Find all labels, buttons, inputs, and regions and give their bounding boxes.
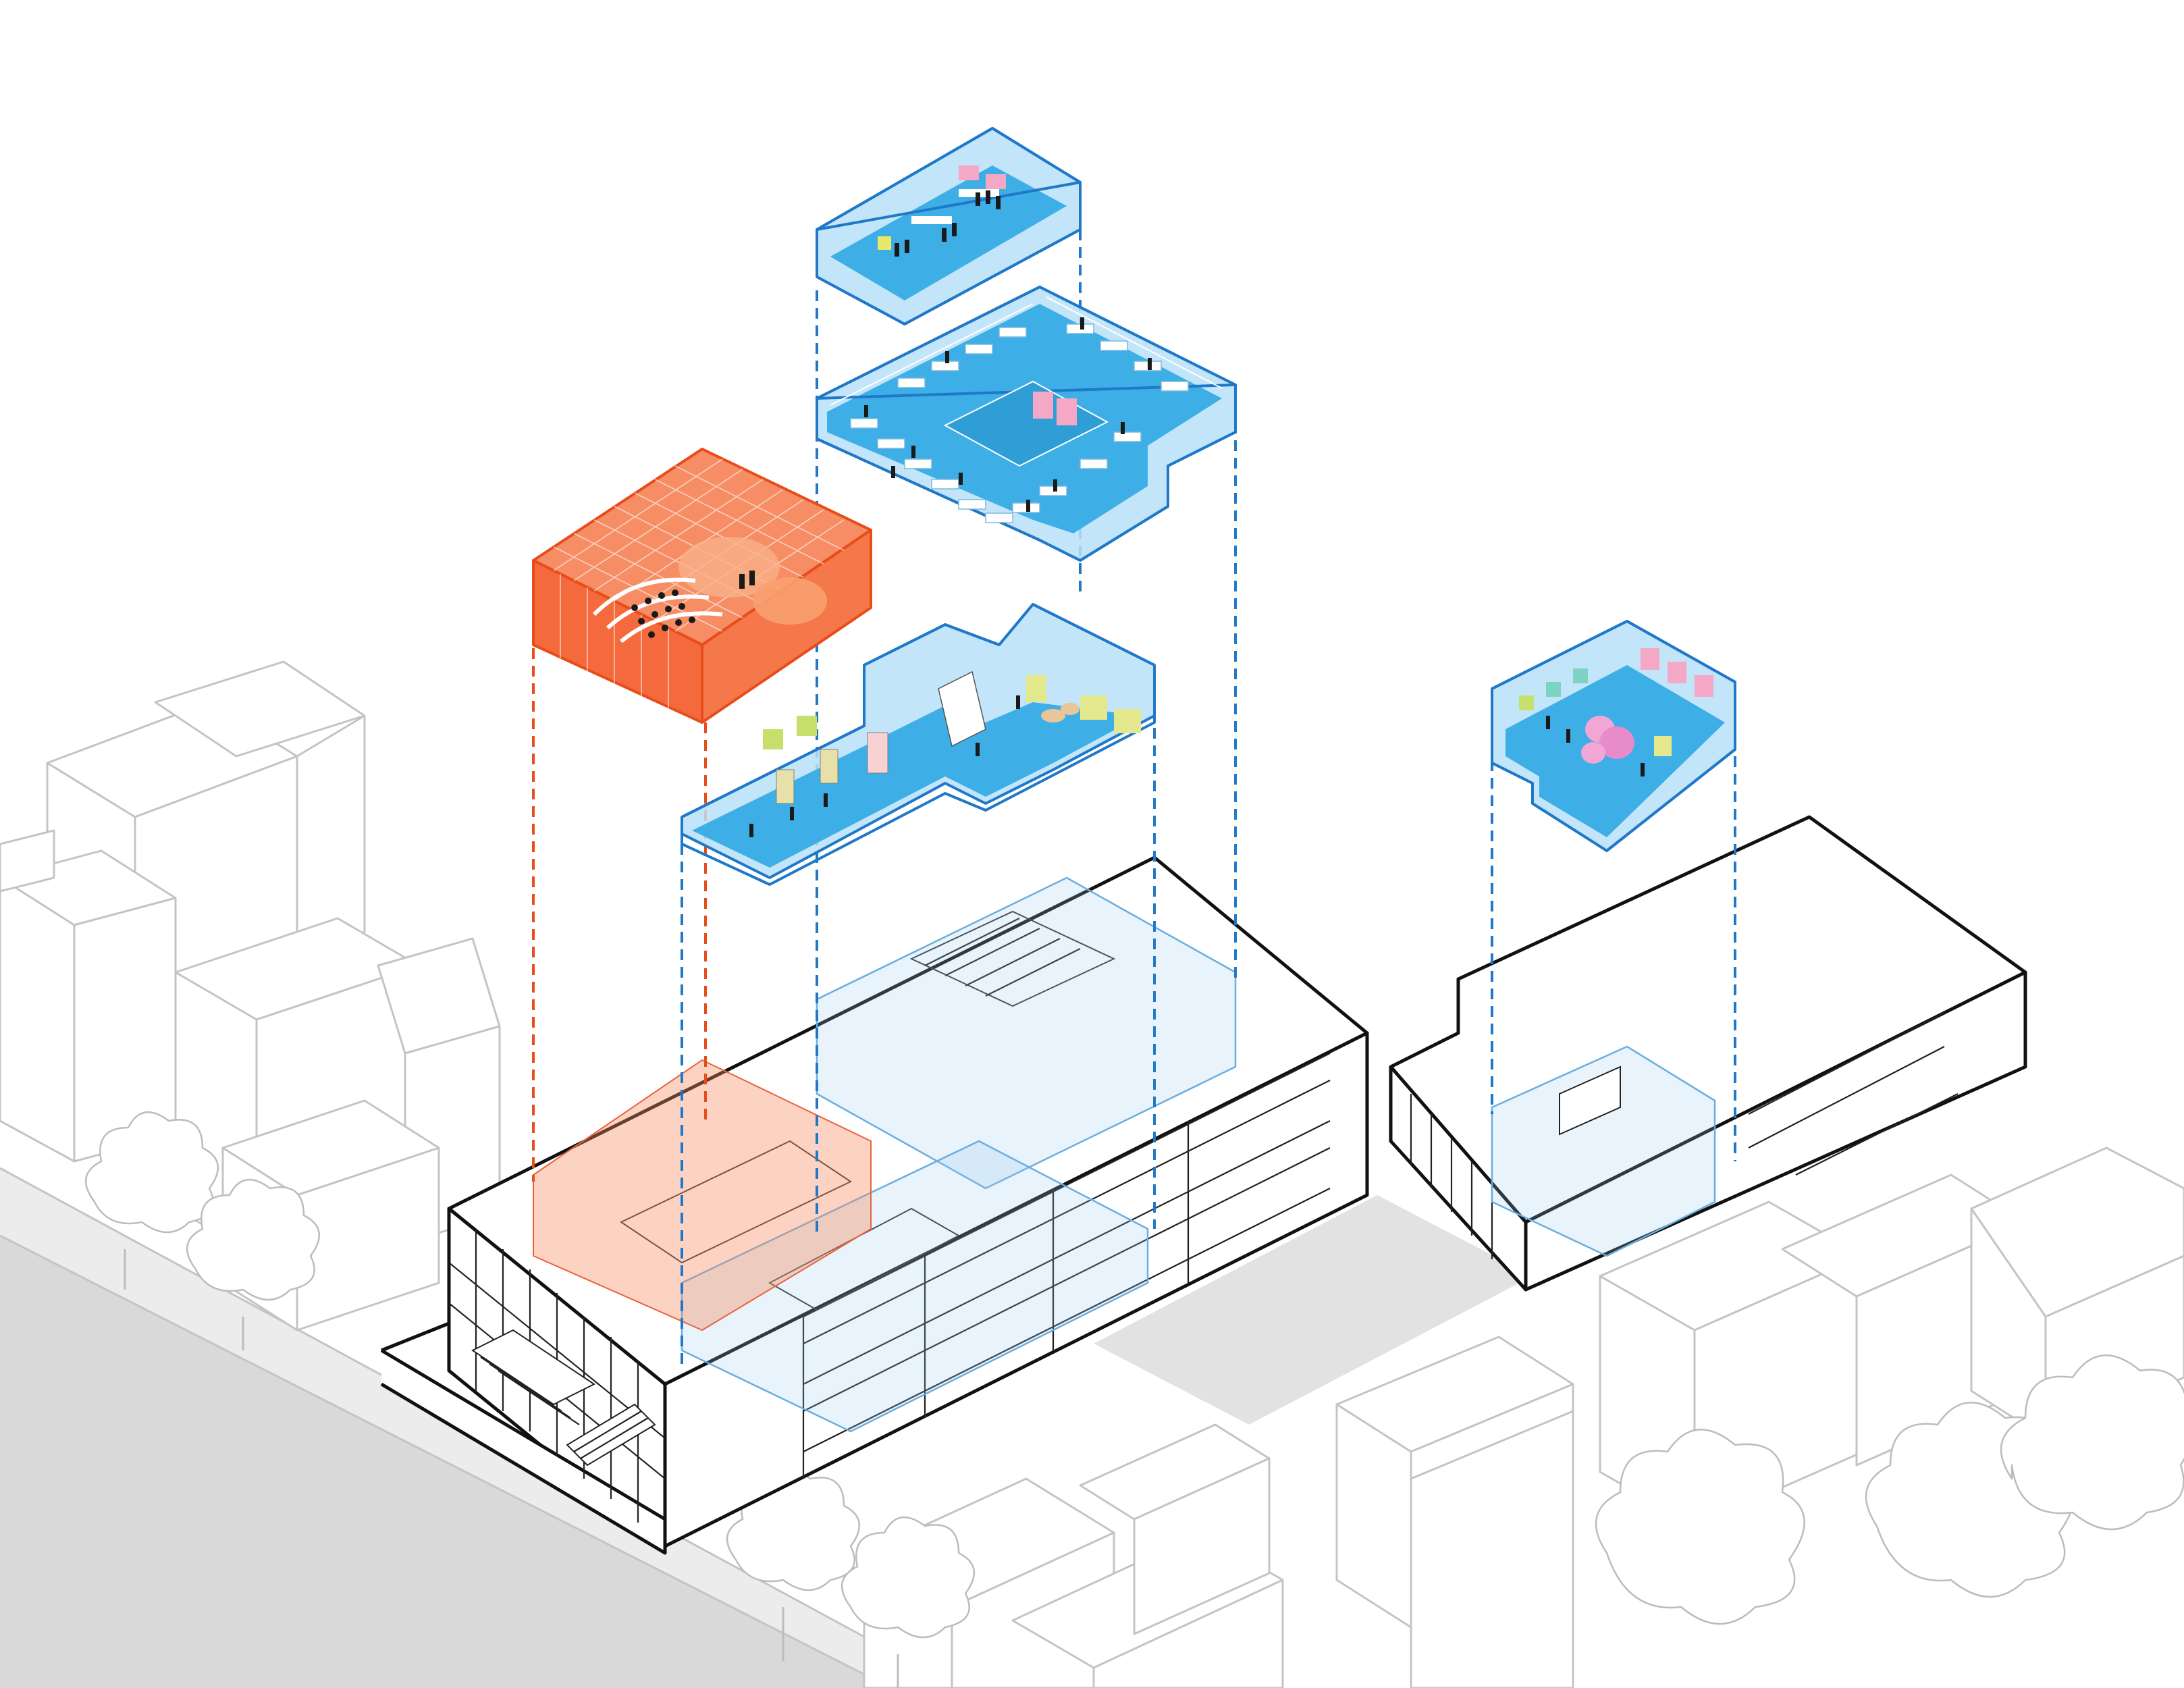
ghost-office-volume — [816, 876, 1237, 1190]
projection-lines — [532, 230, 1736, 1364]
pink-sculpture-icon — [1581, 716, 1634, 764]
gallery-volume — [681, 603, 1156, 886]
annex-building — [1389, 815, 2027, 1292]
people-icon — [864, 317, 1152, 512]
stair-icon — [938, 670, 986, 747]
tree-icon — [1595, 1429, 1805, 1625]
annex-wall-art — [1519, 648, 1713, 756]
ghost-gallery-volume — [681, 1140, 1149, 1433]
annex-facade-mullions — [1410, 1012, 1959, 1259]
trees — [84, 1111, 2184, 1688]
office-windows — [830, 296, 1223, 406]
tree-icon — [186, 1178, 321, 1350]
seating-rows-icon — [592, 571, 755, 643]
ghost-auditorium-volume — [533, 1059, 872, 1331]
context-buildings-right — [1599, 1146, 2184, 1527]
annex-roof-box — [1559, 1065, 1621, 1136]
visitors-icon — [749, 695, 1020, 837]
auditorium-volume — [532, 448, 872, 724]
workshop-tables-icon — [878, 165, 1006, 257]
artwork-panel — [1057, 398, 1077, 425]
open-office-volume — [816, 286, 1237, 562]
tree-icon — [2000, 1354, 2184, 1531]
ghost-annex-volume — [1491, 1045, 1716, 1257]
top-studio-volume — [816, 127, 1082, 325]
exhibition-walls-icon — [763, 670, 1141, 804]
main-building — [380, 855, 1369, 1555]
annex-gallery-volume — [1491, 620, 1736, 852]
ground-shadow — [1094, 1195, 1533, 1425]
artwork-panel — [1033, 392, 1053, 419]
tree-icon — [84, 1111, 219, 1290]
entrance-stairs — [471, 1329, 656, 1467]
visitors-icon — [1546, 716, 1645, 776]
facade-windows-se — [802, 1053, 1331, 1479]
tree-icon — [841, 1516, 976, 1688]
